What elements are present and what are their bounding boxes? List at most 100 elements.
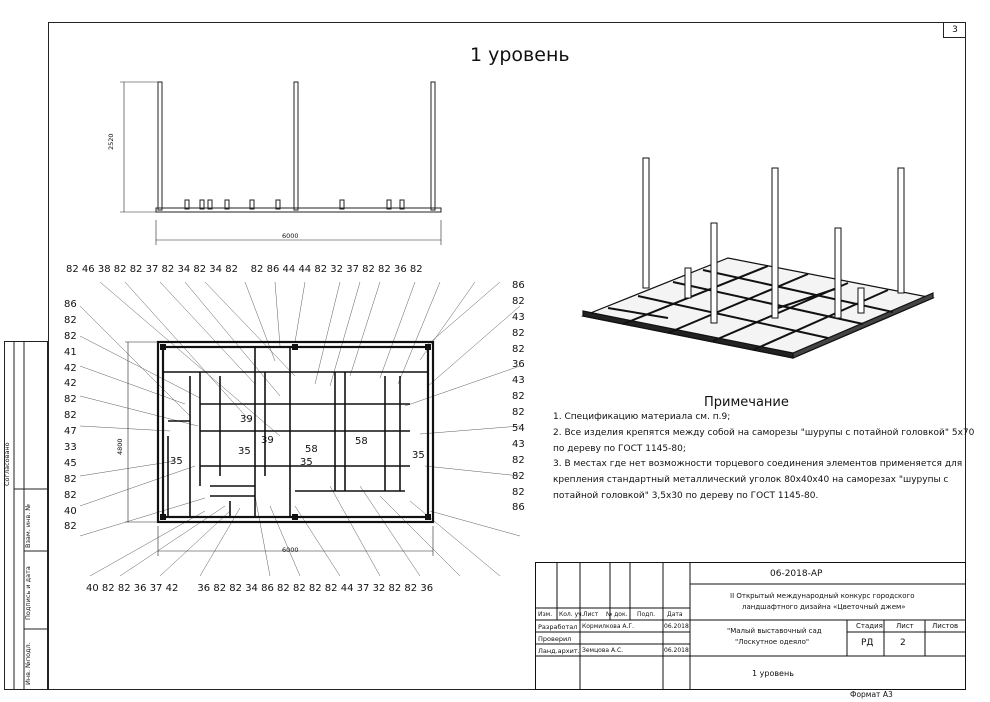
row-name: Земцова А.С. bbox=[582, 647, 624, 654]
agreed-label: Согласовано bbox=[3, 442, 11, 486]
hdr-sign: Подп. bbox=[637, 611, 656, 618]
right-label: 82 bbox=[512, 454, 525, 466]
row-date: 06.2018 bbox=[664, 647, 689, 654]
sign-date-label: Подпись и дата bbox=[24, 566, 32, 620]
bottom-label: 36 bbox=[420, 583, 434, 594]
top-label: 46 bbox=[81, 264, 95, 275]
left-label: 86 bbox=[64, 299, 77, 310]
top-label: 82 bbox=[314, 264, 328, 275]
hdr-doc: № док. bbox=[606, 611, 628, 618]
plan-height-dim: 4800 bbox=[116, 438, 124, 455]
top-label: 37 bbox=[145, 264, 159, 275]
top-label: 82 bbox=[66, 264, 79, 275]
inner-label: 35 bbox=[300, 457, 313, 468]
inner-label: 58 bbox=[305, 444, 318, 455]
inner-label: 35 bbox=[412, 450, 425, 461]
top-label: 82 bbox=[193, 264, 207, 275]
left-label: 42 bbox=[64, 378, 77, 390]
bottom-label: 37 bbox=[149, 583, 163, 594]
plan-top-labels: 82 46 38 82 82 37 82 34 82 34 82 82 86 4… bbox=[66, 264, 423, 275]
drawing-code: 06-2018-АР bbox=[770, 569, 823, 579]
inner-label: 58 bbox=[355, 436, 368, 447]
bottom-label: 42 bbox=[165, 583, 179, 594]
right-label: 82 bbox=[512, 407, 525, 419]
bottom-label: 82 bbox=[213, 583, 227, 594]
left-label: 45 bbox=[64, 457, 77, 469]
bottom-label: 32 bbox=[372, 583, 386, 594]
hdr-kol: Кол. уч. bbox=[559, 611, 584, 618]
sheet-label: Лист bbox=[896, 622, 914, 630]
hdr-date: Дата bbox=[667, 611, 683, 618]
bottom-label: 82 bbox=[308, 583, 322, 594]
bottom-label: 82 bbox=[117, 583, 131, 594]
right-label: 54 bbox=[512, 423, 525, 435]
note-line: крепления стандартный металлический угол… bbox=[553, 475, 949, 486]
ref-label: Взам. инв. № bbox=[24, 503, 32, 548]
bottom-label: 34 bbox=[245, 583, 258, 594]
left-label: 82 bbox=[64, 314, 77, 326]
top-label: 82 bbox=[113, 264, 127, 275]
bottom-label: 40 bbox=[86, 583, 99, 594]
top-label: 37 bbox=[346, 264, 359, 275]
top-label: 82 bbox=[250, 264, 264, 275]
project-line2: "Лоскутное одеяло" bbox=[735, 638, 810, 646]
plan-bottom-labels: 40 82 82 36 37 42 36 82 82 34 86 82 82 8… bbox=[86, 583, 433, 594]
bottom-label: 36 bbox=[133, 583, 147, 594]
right-label: 82 bbox=[512, 327, 525, 339]
top-label: 82 bbox=[161, 264, 175, 275]
bottom-label: 82 bbox=[324, 583, 338, 594]
bottom-label: 82 bbox=[277, 583, 290, 594]
drawing-frame bbox=[48, 22, 966, 690]
row-role: Ланд.архит. bbox=[538, 647, 580, 655]
format-label: Формат А3 bbox=[850, 690, 893, 699]
plan-drawing bbox=[80, 281, 521, 577]
top-label: 82 bbox=[129, 264, 143, 275]
note-line: 3. В местах где нет возможности торцевог… bbox=[553, 459, 963, 470]
top-label: 36 bbox=[393, 264, 407, 275]
note-line: 1. Спецификацию материала см. п.9; bbox=[553, 412, 731, 422]
left-label: 82 bbox=[64, 489, 77, 501]
hdr-izm: Изм. bbox=[538, 611, 553, 618]
plan-left-labels: 86 82 82 41 42 42 82 82 47 33 45 82 82 4… bbox=[64, 297, 77, 535]
note-line: 2. Все изделия крепятся между собой на с… bbox=[553, 427, 975, 438]
bottom-label: 86 bbox=[261, 583, 274, 594]
row-role: Разработал bbox=[538, 623, 578, 631]
right-label: 82 bbox=[512, 470, 525, 482]
drawing-name: 1 уровень bbox=[752, 669, 794, 678]
elevation-width-dim: 6000 bbox=[282, 232, 299, 240]
bottom-label: 36 bbox=[197, 583, 211, 594]
elevation-height-dim: 2520 bbox=[107, 133, 115, 150]
right-label: 86 bbox=[512, 280, 525, 291]
inner-label: 39 bbox=[240, 414, 253, 425]
top-label: 44 bbox=[298, 264, 312, 275]
left-label: 42 bbox=[64, 362, 77, 374]
title-block bbox=[535, 562, 966, 690]
bottom-label: 82 bbox=[292, 583, 306, 594]
inner-label: 35 bbox=[170, 456, 183, 467]
right-label: 82 bbox=[512, 391, 525, 403]
top-label: 38 bbox=[97, 264, 111, 275]
top-label: 82 bbox=[378, 264, 391, 275]
bottom-label: 82 bbox=[404, 583, 418, 594]
row-date: 06.2018 bbox=[664, 623, 689, 630]
project-line1: "Малый выставочный сад bbox=[727, 627, 822, 635]
left-label: 82 bbox=[64, 394, 77, 406]
org-line2: ландшафтного дизайна «Цветочный джем» bbox=[742, 603, 906, 611]
side-strip bbox=[4, 341, 48, 690]
left-label: 41 bbox=[64, 346, 77, 358]
right-label: 43 bbox=[512, 375, 525, 387]
right-label: 43 bbox=[512, 438, 525, 450]
plan-width-dim: 6000 bbox=[282, 546, 299, 554]
right-label: 82 bbox=[512, 486, 525, 498]
right-label: 36 bbox=[512, 359, 525, 371]
elevation-drawing bbox=[120, 81, 442, 245]
notes-heading: Примечание bbox=[704, 395, 789, 410]
bottom-label: 82 bbox=[101, 583, 115, 594]
sheet-number: 3 bbox=[943, 22, 966, 38]
left-label: 82 bbox=[64, 330, 77, 342]
bottom-label: 82 bbox=[388, 583, 402, 594]
isometric-view bbox=[580, 157, 936, 359]
left-label: 82 bbox=[64, 410, 77, 422]
org-line1: II Открытый международный конкурс городс… bbox=[730, 592, 915, 600]
plan-right-labels: 86 82 43 82 82 36 43 82 82 54 43 82 82 8… bbox=[512, 278, 525, 516]
